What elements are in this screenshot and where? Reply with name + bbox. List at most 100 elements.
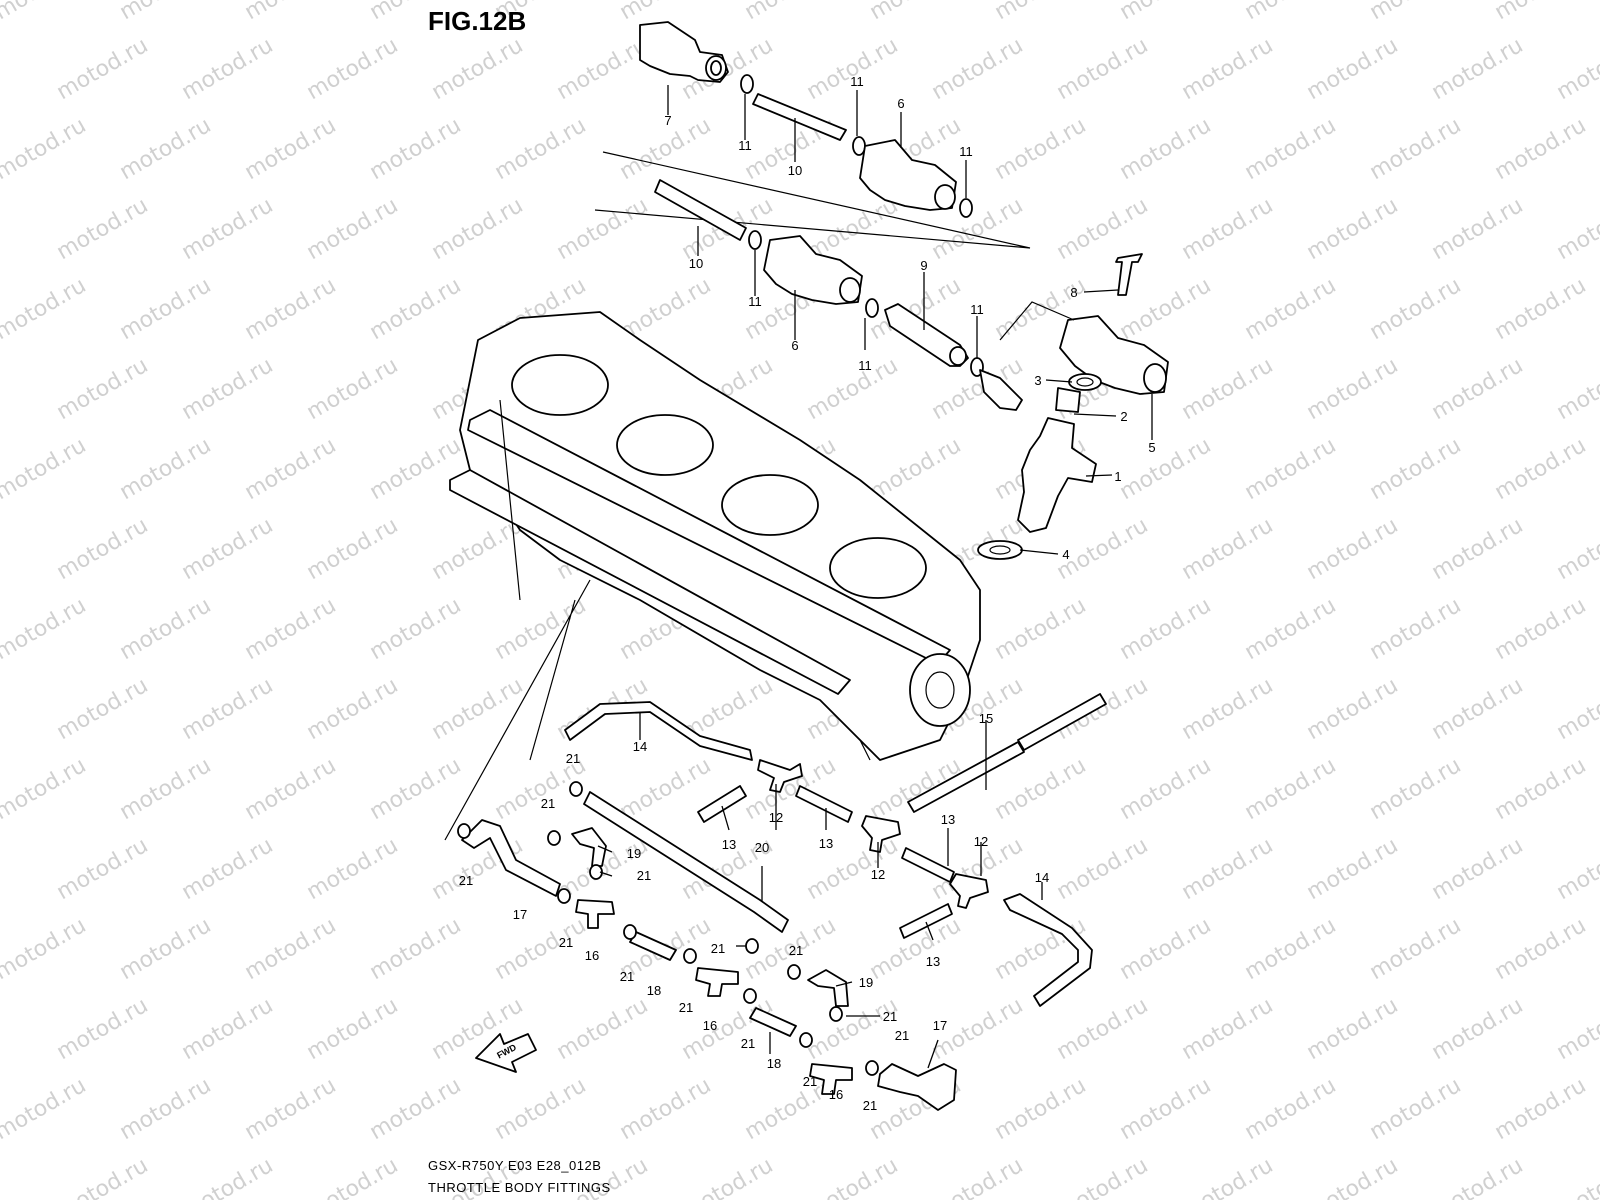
watermark-text: motod.ru <box>991 593 1091 665</box>
watermark-text: motod.ru <box>1366 433 1466 505</box>
watermark-text: motod.ru <box>53 353 153 425</box>
watermark-text: motod.ru <box>1491 113 1591 185</box>
watermark-text: motod.ru <box>803 993 903 1065</box>
watermark-text: motod.ru <box>1491 753 1591 825</box>
watermark-text: motod.ru <box>303 993 403 1065</box>
watermark-text: motod.ru <box>1491 913 1591 985</box>
watermark-text: motod.ru <box>1053 1153 1153 1200</box>
watermark-text: motod.ru <box>303 673 403 745</box>
callout-12: 12 <box>974 834 988 849</box>
callout-13: 13 <box>941 812 955 827</box>
callout-15: 15 <box>979 711 993 726</box>
fuel-rail-assembly <box>594 21 1169 560</box>
watermark-text: motod.ru <box>116 593 216 665</box>
watermark-text: motod.ru <box>116 433 216 505</box>
watermark-text: motod.ru <box>1241 273 1341 345</box>
watermark-text: motod.ru <box>428 673 528 745</box>
callout-18: 18 <box>647 983 661 998</box>
watermark-text: motod.ru <box>1428 353 1528 425</box>
watermark-text: motod.ru <box>241 753 341 825</box>
callout-21: 21 <box>895 1028 909 1043</box>
callout-17: 17 <box>933 1018 947 1033</box>
watermark-text: motod.ru <box>1491 0 1591 25</box>
watermark-text: motod.ru <box>0 593 90 665</box>
watermark-text: motod.ru <box>803 1153 903 1200</box>
callout-12: 12 <box>871 867 885 882</box>
watermark-text: motod.ru <box>1241 593 1341 665</box>
watermark-text: motod.ru <box>991 113 1091 185</box>
watermark-text: motod.ru <box>366 753 466 825</box>
watermark-text: motod.ru <box>553 193 653 265</box>
callout-labels: 7 11 10 11 6 11 10 11 6 9 11 11 8 3 2 5 … <box>459 74 1156 1113</box>
callout-8: 8 <box>1070 285 1077 300</box>
watermark-text: motod.ru <box>1366 753 1466 825</box>
callout-21: 21 <box>620 969 634 984</box>
watermark-text: motod.ru <box>1053 993 1153 1065</box>
callout-21: 21 <box>459 873 473 888</box>
watermark-text: motod.ru <box>553 993 653 1065</box>
callout-16: 16 <box>585 948 599 963</box>
callout-14: 14 <box>1035 870 1049 885</box>
clamps <box>457 781 879 1076</box>
watermark-text: motod.ru <box>241 593 341 665</box>
watermark-text: motod.ru <box>366 433 466 505</box>
callout-11: 11 <box>970 302 984 317</box>
callout-21: 21 <box>559 935 573 950</box>
callout-4: 4 <box>1062 547 1069 562</box>
watermark-text: motod.ru <box>491 1073 591 1145</box>
watermark-text: motod.ru <box>1116 113 1216 185</box>
watermark-text: motod.ru <box>303 193 403 265</box>
watermark-text: motod.ru <box>1366 113 1466 185</box>
watermark-text: motod.ru <box>1178 193 1278 265</box>
watermark-text: motod.ru <box>803 33 903 105</box>
watermark-text: motod.ru <box>1553 993 1600 1065</box>
throttle-body <box>449 311 981 761</box>
callout-16: 16 <box>703 1018 717 1033</box>
watermark-text: motod.ru <box>1178 353 1278 425</box>
watermark-text: motod.ru <box>1553 33 1600 105</box>
watermark-text: motod.ru <box>491 593 591 665</box>
watermark-text: motod.ru <box>428 33 528 105</box>
watermark-text: motod.ru <box>0 113 90 185</box>
watermark-text: motod.ru <box>1366 593 1466 665</box>
watermark-text: motod.ru <box>1178 993 1278 1065</box>
figure-caption: THROTTLE BODY FITTINGS <box>428 1180 611 1195</box>
callout-21: 21 <box>741 1036 755 1051</box>
watermark-text: motod.ru <box>1553 353 1600 425</box>
watermark-text: motod.ru <box>366 273 466 345</box>
watermark-text: motod.ru <box>1053 833 1153 905</box>
watermark-text: motod.ru <box>1303 353 1403 425</box>
watermark-text: motod.ru <box>866 0 966 25</box>
watermark-text: motod.ru <box>53 833 153 905</box>
watermark-text: motod.ru <box>1303 193 1403 265</box>
watermark-text: motod.ru <box>53 1153 153 1200</box>
watermark-text: motod.ru <box>928 1153 1028 1200</box>
watermark-text: motod.ru <box>241 273 341 345</box>
watermark-text: motod.ru <box>116 1073 216 1145</box>
callout-18: 18 <box>767 1056 781 1071</box>
callout-21: 21 <box>541 796 555 811</box>
callout-13: 13 <box>926 954 940 969</box>
watermark-text: motod.ru <box>241 0 341 25</box>
watermark-text: motod.ru <box>241 1073 341 1145</box>
watermark-text: motod.ru <box>178 513 278 585</box>
watermark-text: motod.ru <box>1428 33 1528 105</box>
watermark-text: motod.ru <box>1491 273 1591 345</box>
watermark-text: motod.ru <box>1241 913 1341 985</box>
watermark-text: motod.ru <box>491 113 591 185</box>
callout-13: 13 <box>722 837 736 852</box>
watermark-text: motod.ru <box>803 353 903 425</box>
watermark-text: motod.ru <box>991 0 1091 25</box>
watermark-text: motod.ru <box>491 913 591 985</box>
watermark-text: motod.ru <box>1241 753 1341 825</box>
callout-1: 1 <box>1114 469 1121 484</box>
watermark-text: motod.ru <box>1178 1153 1278 1200</box>
watermark-text: motod.ru <box>1116 593 1216 665</box>
watermark-text: motod.ru <box>0 913 90 985</box>
callout-21: 21 <box>637 868 651 883</box>
watermark-text: motod.ru <box>303 833 403 905</box>
callout-17: 17 <box>513 907 527 922</box>
watermark-text: motod.ru <box>366 1073 466 1145</box>
watermark-text: motod.ru <box>366 593 466 665</box>
